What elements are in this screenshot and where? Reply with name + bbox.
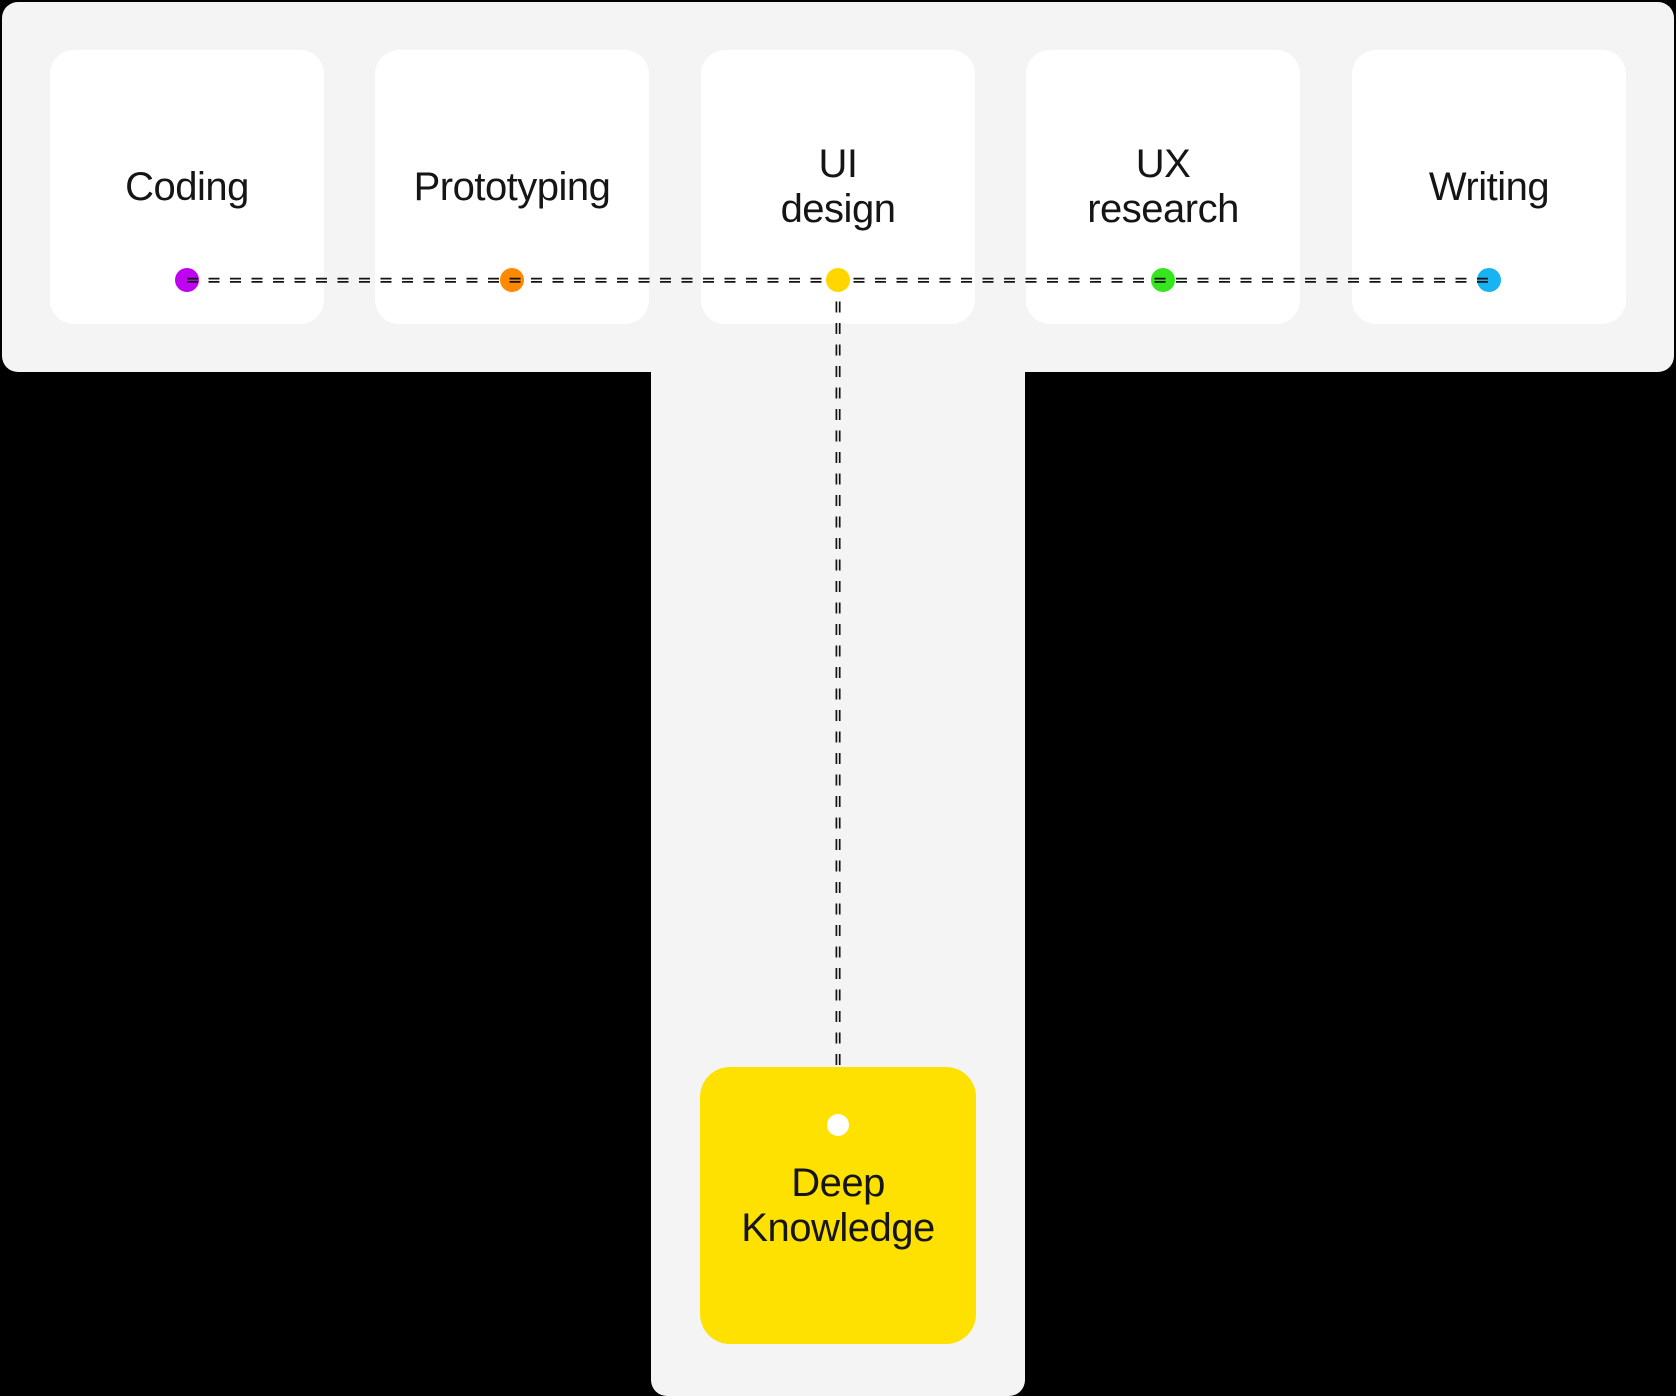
ux-research-dot-icon [1151, 268, 1175, 292]
skill-card-coding: Coding [50, 50, 324, 324]
skill-label: UI design [780, 142, 896, 231]
ui-design-dot-icon [826, 268, 850, 292]
prototyping-dot-icon [500, 268, 524, 292]
skill-label: Prototyping [413, 164, 611, 209]
deep-knowledge-card: Deep Knowledge [700, 1067, 976, 1344]
skill-card-writing: Writing [1352, 50, 1626, 324]
skill-card-ux-research: UX research [1026, 50, 1300, 324]
skill-label: Coding [125, 164, 249, 209]
coding-dot-icon [175, 268, 199, 292]
skill-label: Writing [1428, 164, 1550, 209]
deep-knowledge-label: Deep Knowledge [741, 1160, 935, 1250]
skill-label: UX research [1087, 142, 1239, 231]
deep-knowledge-dot-icon [827, 1114, 849, 1136]
skill-card-prototyping: Prototyping [375, 50, 649, 324]
writing-dot-icon [1477, 268, 1501, 292]
